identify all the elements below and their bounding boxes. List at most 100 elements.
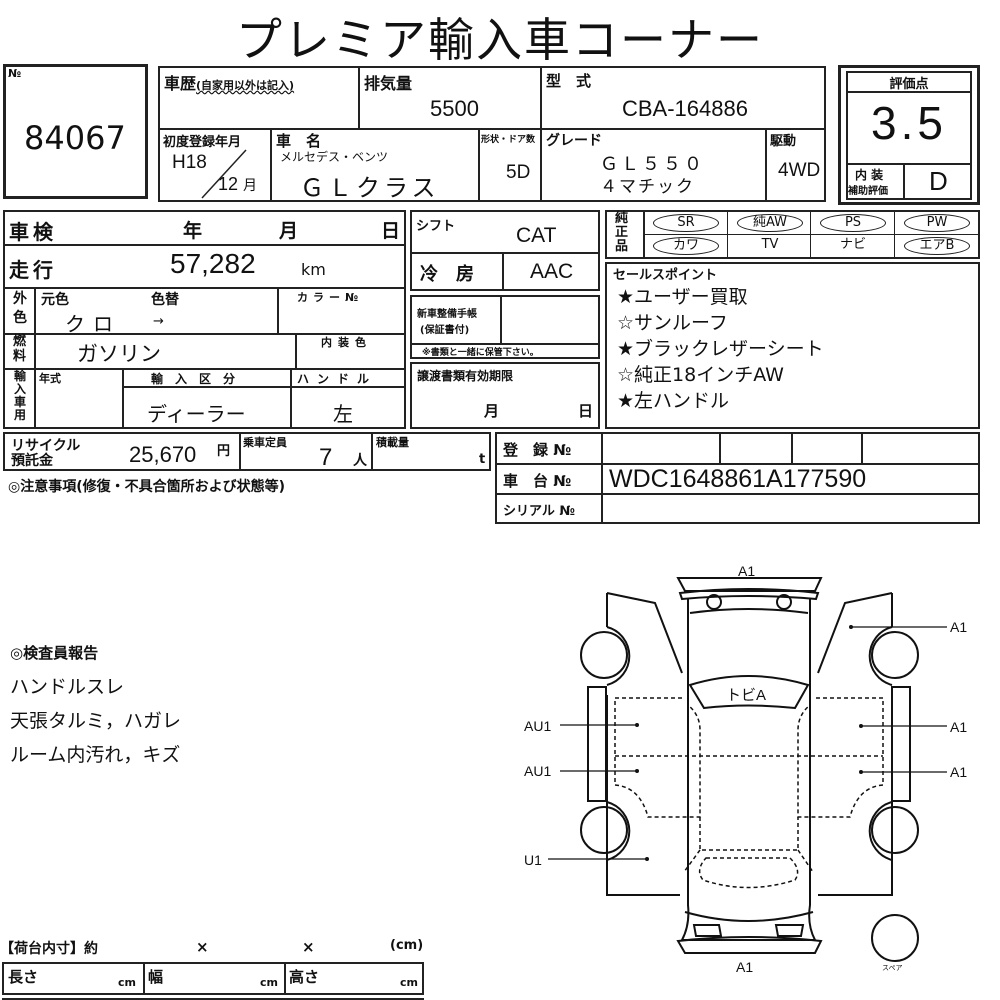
cargo-label: 【荷台内寸】約: [0, 941, 98, 957]
first-registration-label: 初度登録年月: [163, 135, 242, 150]
inspection-year: 年: [183, 220, 203, 242]
first-registration-month: 12 月: [218, 174, 258, 194]
color-arrow: →: [153, 314, 164, 329]
lot-number-box: № 84067: [3, 64, 148, 199]
inspector-line: ルーム内汚れ，キズ: [10, 744, 181, 766]
first-registration-year: H18: [172, 152, 207, 173]
recycle-label-2: 預託金: [11, 453, 53, 469]
front-bumper: [676, 577, 823, 592]
mark-right-front-fender: A1: [950, 619, 967, 635]
import-label: 輸入車用: [14, 369, 27, 422]
displacement-label: 排気量: [364, 74, 413, 93]
car-name-label: 車 名: [276, 132, 322, 150]
genuine-item-4: PW: [904, 214, 970, 232]
service-book-box: 新車整備手帳 (保証書付) ※書類と一緒に保管下さい。: [410, 295, 600, 359]
cargo-x2: ×: [302, 938, 315, 956]
service-book-note: ※書類と一緒に保管下さい。: [422, 348, 539, 358]
sales-points-label: セールスポイント: [613, 268, 718, 283]
cargo-height-unit: cm: [400, 976, 418, 989]
shift-label: シフト: [416, 219, 456, 234]
color-change-label: 色替: [151, 292, 179, 308]
service-book-label: 新車整備手帳: [417, 309, 477, 320]
load-label: 積載量: [376, 436, 409, 449]
body-doors-value: 5D: [506, 162, 531, 183]
genuine-item-2: 純AW: [737, 214, 803, 232]
cargo-x1: ×: [196, 938, 209, 956]
cargo-length-unit: cm: [118, 976, 136, 989]
wheel: [580, 806, 628, 854]
handle-label: ハンドル: [297, 372, 378, 386]
body-doors-label: 形状・ドア数: [481, 135, 536, 145]
inspector-line: ハンドルスレ: [10, 676, 125, 698]
import-year-label: 年式: [39, 372, 61, 385]
left-door-panel: [606, 592, 683, 896]
registration-box: 登 録 № 車 台 № WDC1648861A177590 シリアル №: [495, 432, 980, 524]
wheel: [871, 806, 919, 854]
import-class: ディーラー: [147, 402, 246, 426]
genuine-item-3: PS: [820, 214, 886, 232]
cargo-table: 長さ cm 幅 cm 高さ cm: [2, 962, 424, 995]
orig-color-label: 元色: [41, 292, 69, 308]
recycle-label-1: リサイクル: [11, 438, 81, 454]
mark-windshield: トビA: [726, 687, 766, 704]
rating-box: 評価点 3.5 内 装 補助評価 D: [838, 65, 980, 205]
genuine-item-1: SR: [653, 214, 719, 232]
sheet-title: プレミア輸入車コーナー: [236, 13, 764, 67]
genuine-item-8: エアB: [904, 237, 970, 255]
shift-value: CAT: [516, 224, 557, 247]
interior-rating: D: [929, 166, 948, 196]
mileage-unit: km: [301, 260, 326, 279]
chassis-number: WDC1648861A177590: [609, 465, 867, 493]
interior-rating-label-2: 補助評価: [848, 186, 888, 197]
sales-point: ☆サンルーフ: [617, 312, 728, 334]
cargo-unit: (cm): [390, 938, 424, 953]
mark-left-front-door: AU1: [524, 718, 551, 734]
drive-label: 駆動: [770, 134, 797, 149]
drive-value: 4WD: [778, 160, 821, 181]
transfer-docs-month: 月: [484, 402, 500, 420]
mark-rear: A1: [736, 959, 753, 975]
inspection-day: 日: [381, 220, 401, 242]
car-maker: メルセデス・ベンツ: [280, 150, 389, 164]
mark-right-front-door: A1: [950, 719, 967, 735]
color-no-label: カラー№: [297, 291, 364, 304]
aircon-value: AAC: [530, 260, 574, 283]
mark-left-rear-door: AU1: [524, 763, 551, 779]
headlight: [706, 594, 722, 610]
orig-color: クロ: [65, 312, 121, 336]
grade-line2: ４マチック: [600, 177, 695, 197]
fuel-value: ガソリン: [77, 342, 161, 366]
spare-label: スペア: [882, 964, 903, 972]
import-class-label: 輸入区分: [151, 372, 248, 386]
right-door-panel: [817, 592, 893, 896]
sales-point: ★ユーザー買取: [617, 286, 748, 308]
serial-no-label: シリアル №: [503, 504, 576, 519]
windshield: [688, 675, 810, 710]
transfer-docs-day: 日: [578, 402, 594, 420]
capacity-label: 乗車定員: [243, 436, 287, 449]
sales-point: ★ブラックレザーシート: [617, 338, 824, 360]
transfer-docs-label: 譲渡書類有効期限: [417, 369, 514, 383]
recycle-row: リサイクル 預託金 25,670 円 乗車定員 7 人 積載量 t: [3, 432, 491, 471]
history-label: 車歴(自家用以外は記入): [164, 74, 295, 93]
interior-rating-label-1: 内 装: [855, 168, 884, 182]
capacity-unit: 人: [353, 453, 367, 469]
genuine-item-7: ナビ: [839, 237, 866, 252]
wheel: [871, 631, 919, 679]
mark-front: A1: [738, 563, 755, 579]
aircon-label: 冷 房: [420, 264, 474, 285]
lot-number: 84067: [24, 119, 126, 157]
lot-no-label: №: [8, 67, 22, 80]
fuel-label: 燃料: [13, 334, 27, 364]
cargo-height-label: 高さ: [289, 968, 320, 986]
recycle-value: 25,670: [129, 442, 197, 467]
sales-points-list: ★ユーザー買取 ☆サンルーフ ★ブラックレザーシート ☆純正18インチAW ★左…: [617, 284, 824, 414]
grade-line1: ＧＬ５５０: [600, 154, 705, 175]
inspector-report-label: ◎検査員報告: [10, 644, 99, 662]
cargo-width-label: 幅: [148, 968, 164, 986]
damage-diagram: A1 A1 A1 A1 A1 AU1 AU1 U1 トビA スペア: [524, 563, 967, 975]
registration-no-label: 登 録 №: [503, 441, 572, 459]
model-code-label: 型 式: [546, 72, 592, 90]
displacement-value: 5500: [430, 96, 479, 121]
